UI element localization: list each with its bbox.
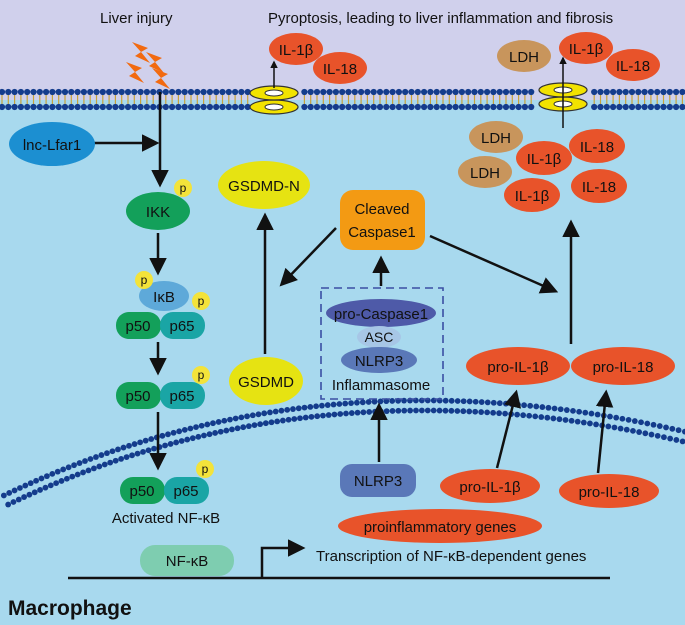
p50-node-2 [116, 382, 161, 409]
p65-node-1 [160, 312, 205, 339]
phospho-p65-2 [192, 366, 210, 384]
p50-label-1: p50 [125, 318, 150, 335]
p65-label-2: p65 [169, 388, 194, 405]
nlrp3-nucleus-label: NLRP3 [354, 473, 402, 490]
nlrp3-nucleus-node [340, 464, 416, 497]
nfkb-binding-node [140, 545, 234, 576]
phospho-ikk [174, 179, 192, 197]
pro-il18-label: pro-IL-18 [593, 359, 654, 376]
il1b-node-out1 [269, 33, 323, 65]
nlrp3-label: NLRP3 [355, 353, 403, 370]
il1b-label-c2: IL-1β [515, 188, 550, 205]
ikk-label: IKK [146, 204, 170, 221]
arrow-caspase-to-pro-il [429, 234, 559, 294]
ikk-node [126, 192, 190, 230]
il1b-node-c2 [504, 178, 560, 212]
asc-label: ASC [365, 329, 394, 345]
cleaved-caspase1-line1: Cleaved [354, 201, 409, 218]
transcription-label: Transcription of NF-κB-dependent genes [316, 548, 586, 565]
cleaved-caspase1-node [340, 190, 425, 250]
pro-il1b-nucleus-label: pro-IL-1β [459, 479, 521, 496]
p65-node-2 [160, 382, 205, 409]
macrophage-label: Macrophage [8, 597, 132, 620]
pro-caspase1-node [326, 299, 436, 327]
cleaved-caspase1-line2: Caspase1 [348, 224, 416, 241]
gsdmd-pore-left [249, 85, 299, 115]
phospho-p65-1 [192, 292, 210, 310]
gsdmd-n-label: GSDMD-N [228, 178, 300, 195]
p50-node-3 [120, 477, 165, 504]
cell-membrane [0, 88, 685, 111]
p50-node-1 [116, 312, 161, 339]
phospho-ikk-label: p [180, 181, 187, 195]
transcription-start-arrow [260, 539, 306, 578]
il18-label-out2: IL-18 [616, 58, 650, 75]
proinflammatory-genes-node [338, 509, 542, 543]
p50-label-3: p50 [129, 483, 154, 500]
phospho-ikb [135, 271, 153, 289]
pro-caspase1-label: pro-Caspase1 [334, 306, 428, 323]
proinflammatory-genes-label: proinflammatory genes [364, 519, 517, 536]
pyroptosis-label: Pyroptosis, leading to liver inflammatio… [268, 10, 613, 27]
phospho-ikb-label: p [141, 273, 148, 287]
p65-label-1: p65 [169, 318, 194, 335]
arrow-pro-il1b-export [495, 389, 522, 469]
il18-node-out1 [313, 52, 367, 84]
gsdmd-node [229, 357, 303, 405]
activated-nfkb-label: Activated NF-κB [112, 510, 220, 527]
il1b-node-out2 [559, 32, 613, 64]
ldh-label-1: LDH [481, 130, 511, 147]
nlrp3-node [341, 347, 417, 373]
il1b-label-out1: IL-1β [279, 42, 314, 59]
arrow-pro-il18-export [595, 389, 614, 474]
asc-node [357, 326, 401, 348]
phospho-p65-3 [196, 460, 214, 478]
il1b-label-c1: IL-1β [527, 151, 562, 168]
ldh-node-out [497, 40, 551, 72]
ikb-node [139, 281, 189, 311]
lightning-bolt-icon [126, 42, 170, 89]
pro-il18-node [571, 347, 675, 385]
il1b-label-out2: IL-1β [569, 41, 604, 58]
inflammasome-box [320, 287, 444, 400]
gsdmd-label: GSDMD [238, 374, 294, 391]
pro-il1b-nucleus-node [440, 469, 540, 503]
liver-injury-label: Liver injury [100, 10, 173, 27]
phospho-p65-2-label: p [198, 368, 205, 382]
ldh-node-1 [469, 121, 523, 153]
ldh-label-2: LDH [470, 165, 500, 182]
pro-il18-nucleus-label: pro-IL-18 [579, 484, 640, 501]
pro-il18-nucleus-node [559, 474, 659, 508]
ldh-label-out: LDH [509, 49, 539, 66]
il1b-node-c1 [516, 141, 572, 175]
phospho-p65-1-label: p [198, 294, 205, 308]
p65-node-3 [164, 477, 209, 504]
ldh-node-2 [458, 156, 512, 188]
nfkb-binding-label: NF-κB [166, 553, 209, 570]
phospho-p65-3-label: p [202, 462, 209, 476]
pro-il1b-label: pro-IL-1β [487, 359, 549, 376]
il18-label-c2: IL-18 [582, 179, 616, 196]
il18-label-c1: IL-18 [580, 139, 614, 156]
pro-il1b-node [466, 347, 570, 385]
lnc-lfar1-label: lnc-Lfar1 [23, 137, 81, 154]
p50-label-2: p50 [125, 388, 150, 405]
il18-label-out1: IL-18 [323, 61, 357, 78]
p65-label-3: p65 [173, 483, 198, 500]
il18-node-c1 [569, 129, 625, 163]
inflammasome-label: Inflammasome [332, 377, 430, 394]
ikb-label: IκB [153, 289, 175, 306]
arrow-caspase-to-gsdmd [279, 227, 337, 287]
il18-node-c2 [571, 169, 627, 203]
lnc-lfar1-node [9, 122, 95, 166]
gsdmd-n-node [218, 161, 310, 209]
il18-node-out2 [606, 49, 660, 81]
